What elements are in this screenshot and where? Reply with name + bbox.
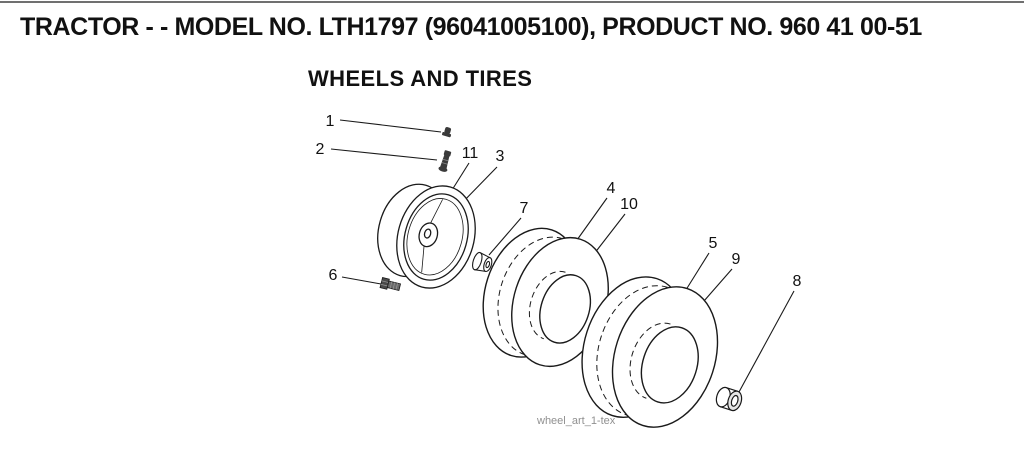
leader-line-2: [330, 148, 438, 161]
rim-center-hole: [423, 228, 432, 239]
valve-stem: [438, 150, 452, 172]
callout-2: 2: [316, 141, 325, 158]
front-tire-hidden-hole: [528, 270, 566, 340]
callout-labels: 1 2 11 3 7 6 4 10 5 9 8: [316, 113, 802, 290]
spacer-bore: [485, 260, 491, 269]
rim-bead: [406, 198, 464, 276]
callout-5: 5: [709, 235, 718, 252]
axle-cap: [715, 386, 743, 412]
callout-6: 6: [329, 267, 338, 284]
leader-line-7: [488, 217, 522, 256]
rim-lip: [403, 193, 469, 281]
rim-dish-line-top: [430, 199, 443, 224]
rear-tire-hole: [640, 326, 699, 404]
callout-11: 11: [462, 145, 479, 162]
art-watermark: wheel_art_1-tex: [536, 415, 616, 427]
leader-line-5: [683, 252, 710, 294]
section-title: WHEELS AND TIRES: [308, 66, 533, 91]
valve-cap-body: [444, 127, 452, 134]
rim-dish-line-bottom: [421, 246, 425, 273]
valve-cap: [441, 127, 452, 138]
page-title: TRACTOR - - MODEL NO. LTH1797 (960410051…: [20, 13, 922, 41]
front-tire: [482, 227, 609, 368]
wheel-rim: [377, 183, 476, 289]
rear-tire-hidden-hole: [629, 322, 671, 399]
rear-tire-hidden-bead: [596, 285, 668, 416]
callout-4: 4: [607, 180, 616, 197]
valve-stem-cap: [443, 150, 452, 157]
spacer-bushing: [472, 251, 493, 273]
leader-line-10: [593, 213, 626, 255]
valve-stem-body: [439, 154, 450, 171]
callout-3: 3: [496, 148, 505, 165]
callout-1: 1: [326, 113, 335, 130]
leader-line-8: [738, 290, 795, 393]
callout-10: 10: [620, 196, 638, 213]
spacer-flange: [472, 251, 483, 271]
front-tire-hole: [539, 274, 592, 344]
leader-line-6: [341, 276, 382, 285]
valve-cap-flange: [441, 131, 452, 138]
shoulder-bolt: [379, 277, 402, 291]
leader-line-4: [576, 197, 608, 241]
leader-lines: [330, 119, 795, 393]
callout-7: 7: [520, 200, 529, 217]
callout-9: 9: [732, 251, 741, 268]
axle-cap-bore: [730, 394, 739, 407]
rear-tire: [581, 276, 719, 428]
leader-line-1: [339, 119, 442, 133]
callout-8: 8: [793, 273, 802, 290]
front-tire-hidden-bead: [497, 236, 563, 356]
